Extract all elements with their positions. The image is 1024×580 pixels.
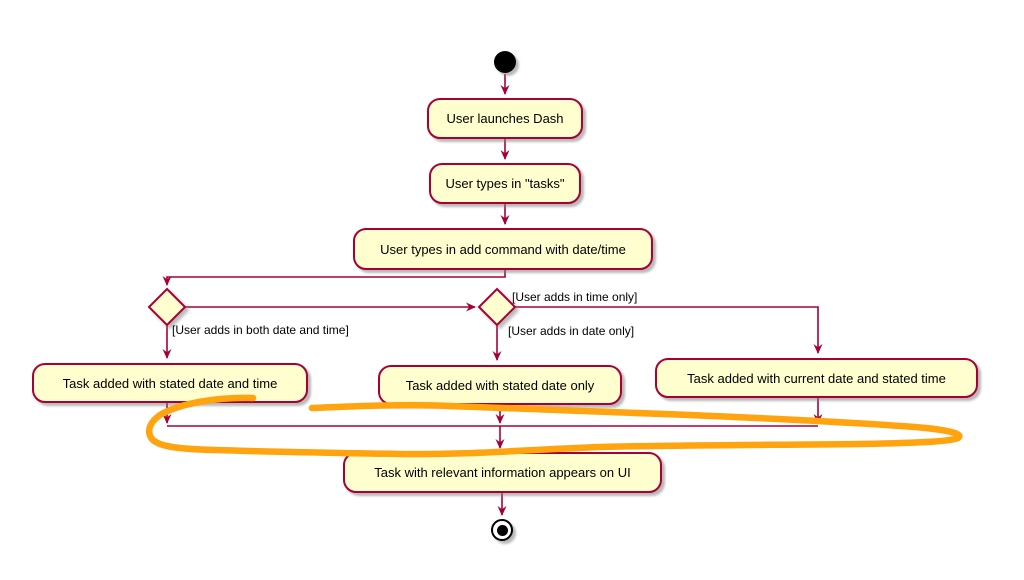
activity-label: Task with relevant information appears o…: [374, 465, 631, 480]
activity-label: Task added with stated date only: [405, 377, 595, 393]
edge-addcommand-to-decision1: [162, 270, 506, 286]
activity-label: User launches Dash: [446, 111, 564, 126]
activity-task-current-date-stated-time: Task added with current date and stated …: [655, 358, 978, 398]
end-node: [491, 519, 513, 541]
decision-diamond-1: [147, 287, 187, 327]
end-node-dot: [496, 524, 508, 536]
start-node: [494, 51, 516, 73]
guard-date-only: [User adds in date only]: [508, 324, 635, 338]
activity-user-launches-dash: User launches Dash: [427, 98, 583, 139]
activity-task-appears-on-ui: Task with relevant information appears o…: [343, 452, 662, 493]
activity-label: Task added with current date and stated …: [687, 370, 946, 386]
edge-decision2-to-task-current-date: [515, 306, 823, 354]
activity-task-stated-date-and-time: Task added with stated date and time: [32, 363, 308, 403]
activity-task-stated-date-only: Task added with stated date only: [378, 365, 622, 405]
activity-label: User types in "tasks": [445, 176, 565, 191]
activity-label: Task added with stated date and time: [62, 375, 278, 391]
activity-label: User types in add command with date/time: [380, 241, 626, 257]
activity-user-types-add-command: User types in add command with date/time: [353, 228, 653, 270]
guard-both-date-and-time: [User adds in both date and time]: [172, 323, 349, 337]
decision-diamond-2: [477, 287, 517, 327]
activity-user-types-tasks: User types in "tasks": [429, 163, 581, 204]
guard-time-only: [User adds in time only]: [512, 290, 638, 304]
